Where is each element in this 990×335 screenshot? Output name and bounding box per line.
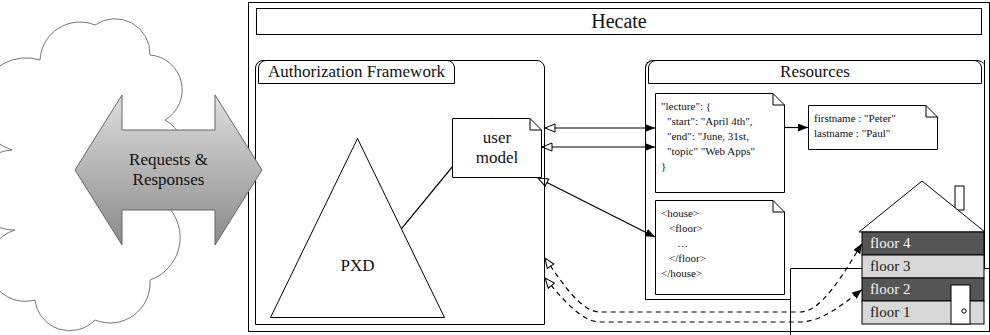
- house-chimney: [955, 186, 964, 210]
- code-line: }: [661, 159, 666, 174]
- floor-band: [862, 232, 984, 255]
- connector-arrow: [538, 178, 655, 237]
- code-line: "topic" "Web Apps": [661, 144, 755, 159]
- box-heading: Resources: [648, 60, 982, 84]
- door-knob: [962, 309, 966, 313]
- xml-document: <house><floor>…</floor></house>: [655, 200, 785, 295]
- house-door: [951, 285, 970, 324]
- node-label: user model: [469, 128, 525, 167]
- triangle-outline: [271, 139, 445, 318]
- json-document: "lecture": {"start": "April 4th","end": …: [655, 93, 785, 193]
- resources-border: [645, 299, 791, 300]
- code-line: "end": "June, 31st,: [661, 129, 749, 144]
- code-line: </floor>: [661, 251, 706, 266]
- code-line: firstname : "Peter": [814, 111, 896, 126]
- connector-arrow: [785, 127, 808, 128]
- triangle-shape: [270, 138, 445, 318]
- pxd-triangle: PXD: [270, 138, 445, 318]
- user-model-document: user model: [452, 118, 542, 178]
- document-fold: [530, 119, 542, 131]
- node-label: Requests & Responses: [119, 150, 219, 189]
- floor-band: [862, 255, 984, 278]
- document-fold: [773, 94, 785, 106]
- resources-box: "lecture": {"start": "April 4th","end": …: [645, 60, 985, 300]
- box-heading: Hecate: [256, 8, 982, 35]
- box-heading: Authorization Framework: [258, 60, 455, 84]
- floor-label: floor 2: [870, 281, 910, 298]
- house-frame: [790, 269, 791, 335]
- connector-arrow: [542, 146, 655, 147]
- system-box: PXD user model Authorization Framework "lec…: [248, 2, 990, 332]
- document-fold: [926, 106, 938, 118]
- connector-arrow: [545, 127, 655, 128]
- json-document: firstname : "Peter"lastname : "Paul": [808, 105, 938, 150]
- code-line: <floor>: [661, 221, 703, 236]
- code-line: <house>: [661, 206, 699, 221]
- floor-band: floor 3: [862, 255, 950, 278]
- double-arrow-outline: [75, 95, 262, 245]
- floor-band: floor 1: [862, 301, 950, 324]
- document-fold: [773, 201, 785, 213]
- document-outline: [656, 94, 785, 193]
- code-line: </house>: [661, 266, 702, 281]
- node-label: PXD: [340, 256, 374, 276]
- floor-label: floor 1: [870, 304, 910, 321]
- document-outline: [656, 201, 785, 295]
- framework-box: PXD user model Authorization Framework: [255, 60, 545, 325]
- document-outline: [809, 106, 938, 150]
- floor-label: floor 3: [870, 258, 910, 275]
- double-arrow: Requests & Responses: [75, 95, 262, 245]
- floor-band: floor 2: [862, 278, 950, 301]
- document-outline: [453, 119, 542, 178]
- floor-label: floor 4: [870, 235, 910, 252]
- house-roof: [859, 181, 985, 232]
- code-line: …: [661, 236, 688, 251]
- code-line: lastname : "Paul": [814, 126, 890, 141]
- code-line: "start": "April 4th",: [661, 114, 752, 129]
- floor-band: floor 4: [862, 232, 950, 255]
- code-line: "lecture": {: [661, 99, 711, 114]
